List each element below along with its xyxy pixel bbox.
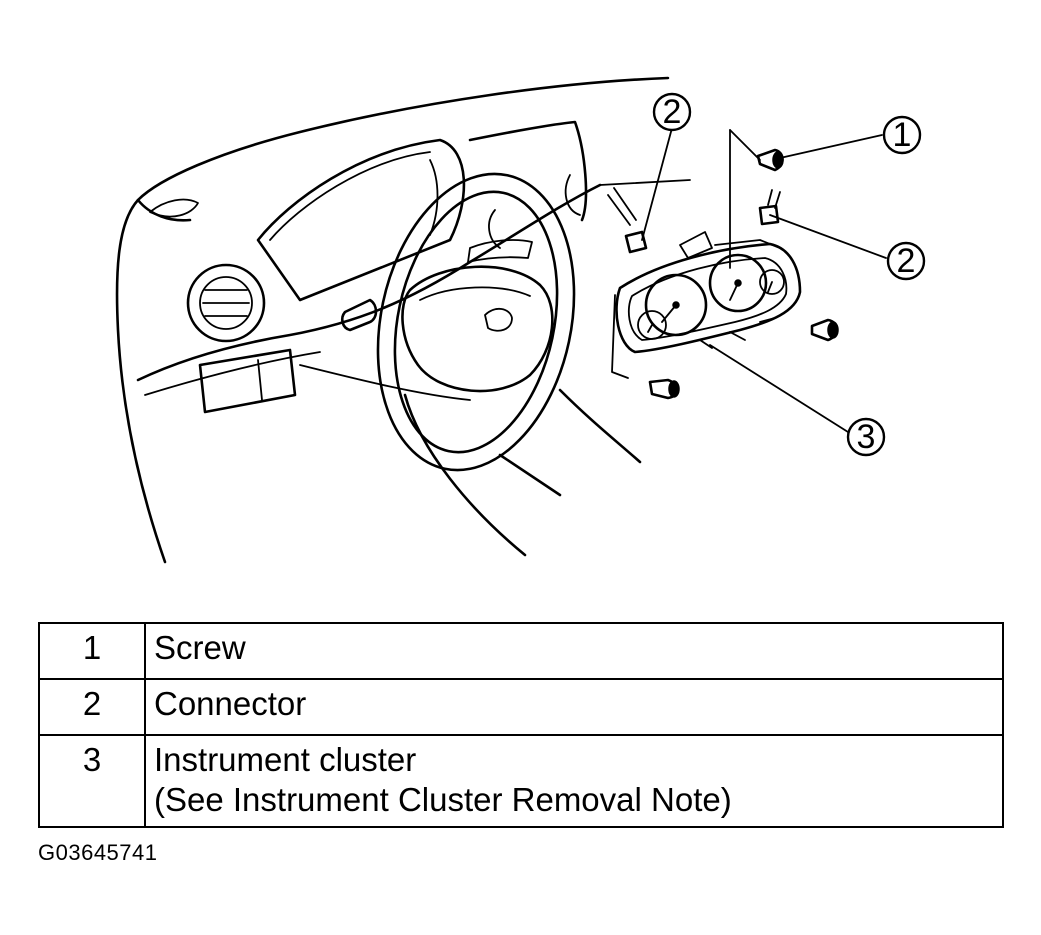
legend-number: 2 — [38, 678, 146, 736]
legend-text: Instrument cluster — [154, 741, 417, 778]
callout-3-label: 3 — [857, 418, 876, 456]
legend-description: Screw — [144, 622, 1004, 680]
screw-left — [648, 378, 680, 400]
figure-id: G03645741 — [38, 840, 158, 865]
legend-row: 2 Connector — [38, 678, 1004, 736]
screw-right — [810, 318, 839, 342]
callout-3: 3 — [846, 417, 886, 457]
legend-text: Connector — [154, 685, 307, 722]
legend-row: 1 Screw — [38, 622, 1004, 680]
callout-2-top-label: 2 — [663, 93, 682, 131]
legend-text: Screw — [154, 629, 246, 666]
callout-2-right-label: 2 — [897, 242, 916, 280]
screw-top — [756, 148, 784, 172]
callout-1-label: 1 — [893, 116, 912, 154]
legend-number: 1 — [38, 622, 146, 680]
legend-description: Instrument cluster (See Instrument Clust… — [144, 734, 1004, 828]
callout-2-top: 2 — [652, 92, 692, 132]
instrument-cluster-drawing — [607, 148, 839, 400]
leader-lines — [641, 127, 887, 433]
legend-description: Connector — [144, 678, 1004, 736]
legend-number: 3 — [38, 734, 146, 828]
callout-2-right: 2 — [886, 241, 926, 281]
legend-text-note: (See Instrument Cluster Removal Note) — [154, 781, 732, 818]
dashboard-illustration: 2 1 2 3 — [115, 76, 926, 564]
legend-row: 3 Instrument cluster (See Instrument Clu… — [38, 734, 1004, 828]
legend-table: 1 Screw 2 Connector 3 Instrument cluster… — [38, 622, 1004, 828]
dashboard-drawing — [115, 76, 691, 564]
callout-1: 1 — [882, 115, 922, 155]
